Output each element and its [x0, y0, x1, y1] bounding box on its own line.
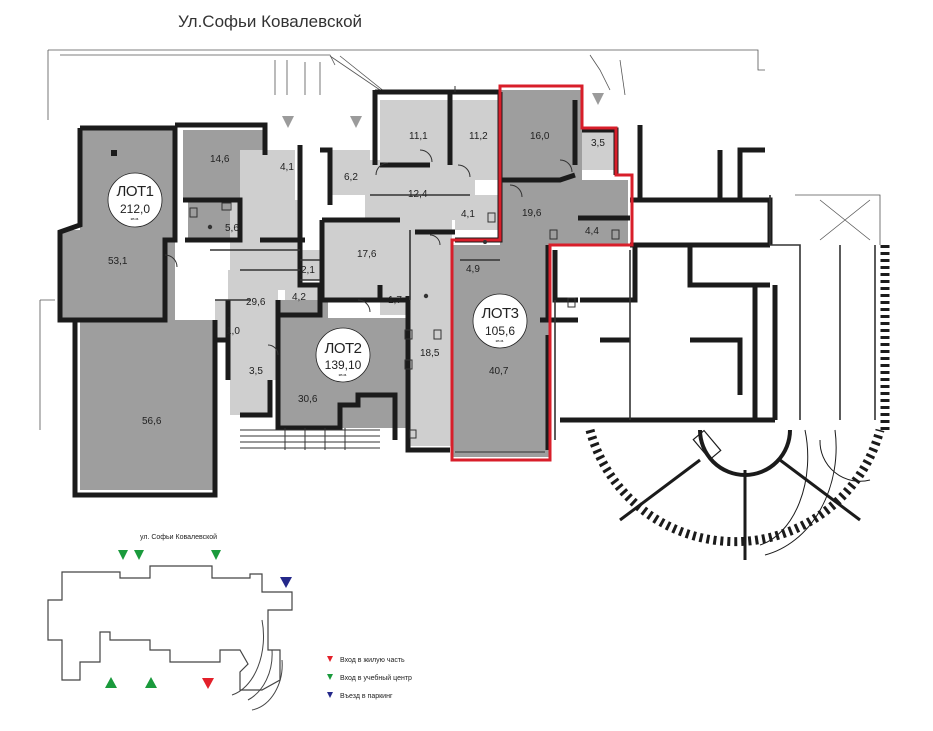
room-area: 6,2: [344, 172, 358, 183]
lot2-title: ЛОТ2: [324, 340, 361, 357]
street-title: Ул.Софьи Ковалевской: [178, 12, 362, 31]
room-area: 4,4: [585, 226, 599, 237]
room-area: 40,7: [489, 366, 509, 377]
room-area: 4,9: [466, 264, 480, 275]
legend-label: Въезд в паркинг: [340, 693, 393, 700]
room-area: 3,5: [591, 138, 605, 149]
room-area: 5,6: [225, 223, 239, 234]
room-area: 16,0: [530, 131, 550, 142]
room-area: 29,6: [246, 297, 266, 308]
entry-arrow-icon: [282, 93, 604, 128]
room-area: 2,1: [301, 265, 315, 276]
shaft-marker: [111, 150, 117, 156]
room-area: 17,6: [357, 249, 377, 260]
thin-walls: [210, 194, 876, 440]
wheelchair-icon: [207, 224, 487, 299]
lot1-title: ЛОТ1: [116, 183, 153, 200]
lot2-unit: кв.м.: [339, 372, 348, 377]
door-swing-icon: [164, 149, 573, 356]
room-area: 11,1: [409, 131, 428, 142]
lot3-area-value: 105,6: [485, 324, 515, 338]
room-area: 30,6: [298, 394, 318, 405]
lot3-area[interactable]: [452, 90, 628, 457]
lot2-label[interactable]: ЛОТ2 139,10 кв.м.: [315, 327, 371, 383]
room-area: 4,2: [292, 292, 306, 303]
room-area: 1,7: [388, 295, 402, 306]
lot3-label[interactable]: ЛОТ3 105,6 кв.м.: [472, 293, 528, 349]
key-plan-street: ул. Софьи Ковалевской: [140, 533, 217, 541]
lot3-unit: кв.м.: [496, 338, 505, 343]
room-area: 19,6: [522, 208, 542, 219]
room-area: 14,6: [210, 154, 230, 165]
room-area: 4,1: [280, 162, 294, 173]
room-area: 53,1: [108, 256, 128, 267]
room-area: 11,2: [469, 131, 488, 142]
round-wing: [585, 245, 890, 560]
lot1-unit: кв.м.: [131, 216, 140, 221]
lot1-area-value: 212,0: [120, 202, 150, 216]
legend-red-arrow-icon: [327, 656, 333, 662]
room-area: 1,0: [226, 326, 240, 337]
room-area: 56,6: [142, 416, 162, 427]
room-labels: 53,1 56,6 14,6 5,6 29,6 1,0 3,5 4,1 6,2 …: [108, 131, 605, 427]
legend-blue-arrow-icon: [327, 692, 333, 698]
key-plan: ул. Софьи Ковалевской: [47, 533, 293, 711]
room-area: 18,5: [420, 348, 440, 359]
legend: Вход в жилую часть Вход в учебный центр …: [327, 656, 412, 700]
room-area: 12,4: [408, 189, 428, 200]
lot3-highlight: [450, 84, 634, 462]
toilet-icon: [189, 202, 620, 439]
shared-area: [215, 100, 628, 446]
lot3-title: ЛОТ3: [481, 305, 518, 322]
lot1-label[interactable]: ЛОТ1 212,0 кв.м.: [107, 172, 163, 228]
legend-green-arrow-icon: [327, 674, 333, 680]
legend-label: Вход в учебный центр: [340, 674, 412, 682]
room-area: 4,1: [461, 209, 475, 220]
lot2-area-value: 139,10: [325, 358, 362, 372]
legend-label: Вход в жилую часть: [340, 657, 405, 664]
room-area: 3,5: [249, 366, 263, 377]
facade-outline: [39, 49, 881, 430]
